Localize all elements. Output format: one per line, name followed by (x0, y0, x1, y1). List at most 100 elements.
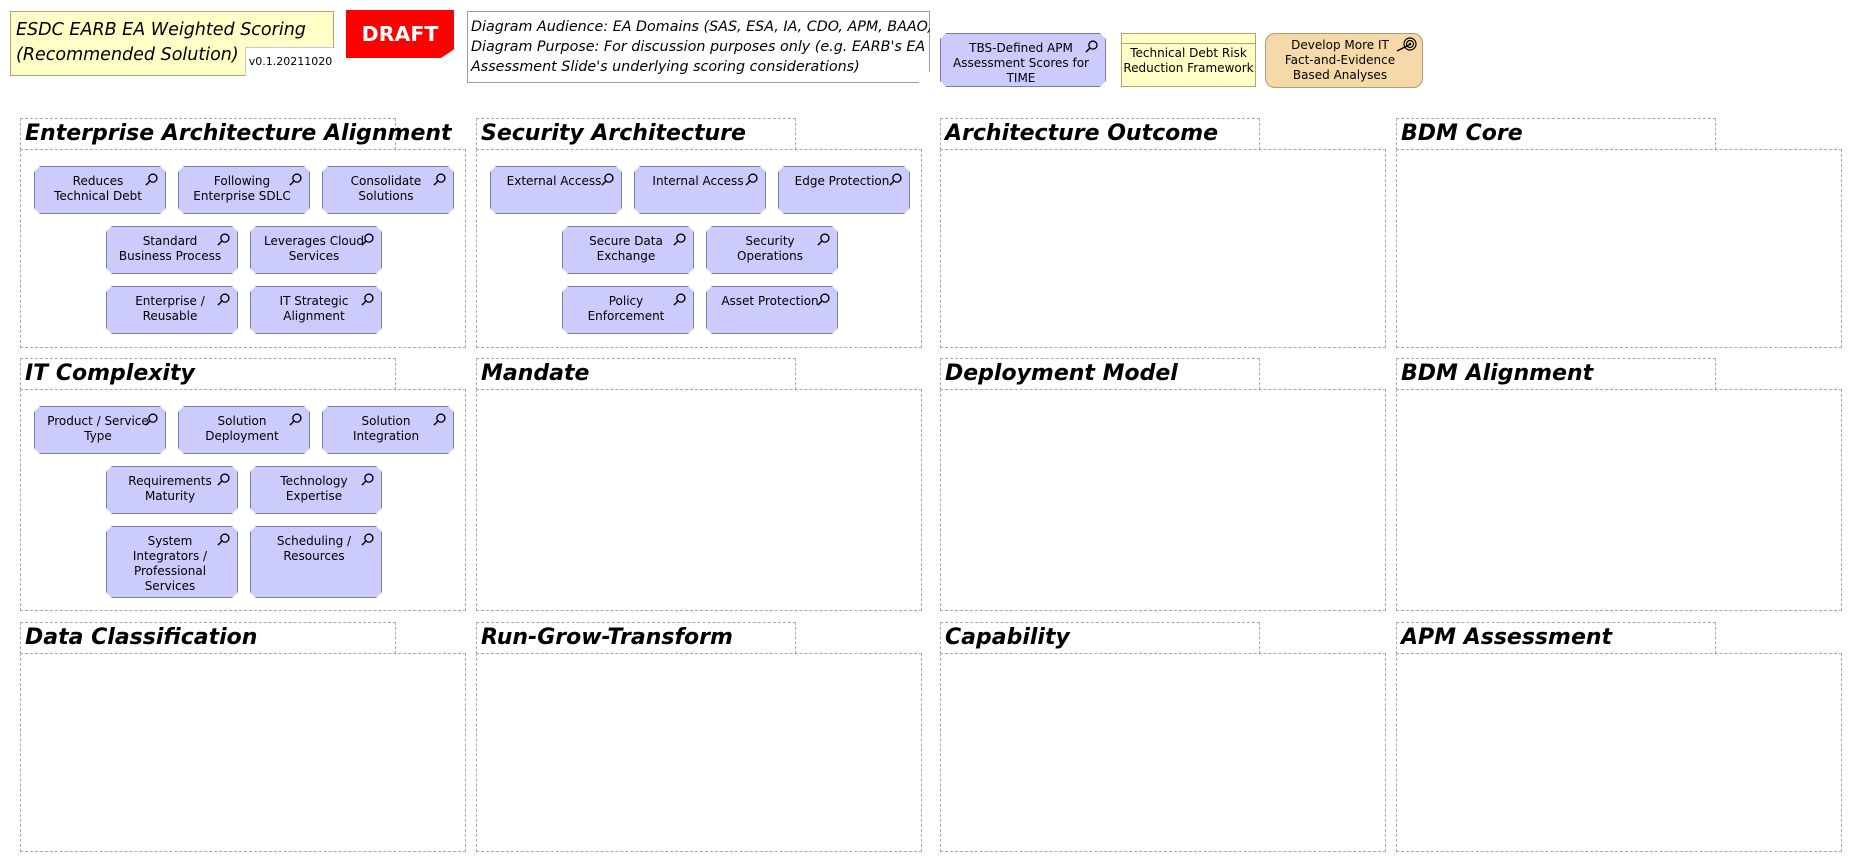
element-label-line: Policy (608, 294, 644, 308)
element-label-line: Edge Protection (794, 174, 890, 188)
group-tab-it-complexity[interactable]: IT Complexity (20, 358, 396, 390)
element-label-line: Product / Service (47, 414, 149, 428)
group-tab-deployment-model[interactable]: Deployment Model (940, 358, 1260, 390)
element-label-line: Solutions (358, 189, 414, 203)
element-label-line: Internal Access (652, 174, 744, 188)
group-tab-mandate[interactable]: Mandate (476, 358, 796, 390)
goal-label-line: Fact-and-Evidence (1284, 53, 1396, 67)
group-tab-run-grow-transform[interactable]: Run-Grow-Transform (476, 622, 796, 654)
assessment-element[interactable]: Edge Protection (778, 166, 910, 214)
assessment-magnifier-icon (216, 532, 231, 547)
audience-purpose-note[interactable]: Diagram Audience: EA Domains (SAS, ESA, … (467, 11, 930, 83)
technical-debt-risk-framework-note[interactable]: Technical Debt Risk Reduction Framework (1121, 33, 1256, 87)
element-label: Scheduling /Resources (277, 534, 351, 564)
element-label-line: Technical Debt (54, 189, 142, 203)
group-title: Run-Grow-Transform (481, 625, 733, 650)
title-line-1: ESDC EARB EA Weighted Scoring (16, 20, 306, 40)
element-label-line: Assessment Scores for (953, 56, 1089, 70)
purpose-line-continued: Assessment Slide's underlying scoring co… (471, 59, 860, 75)
group-mandate[interactable] (476, 389, 922, 611)
group-title: Data Classification (25, 625, 258, 650)
assessment-element[interactable]: Enterprise /Reusable (106, 286, 238, 334)
group-title: BDM Alignment (1401, 361, 1594, 386)
group-title: Capability (945, 625, 1070, 650)
group-tab-security[interactable]: Security Architecture (476, 118, 796, 150)
assessment-magnifier-icon (360, 472, 375, 487)
element-label-line: Asset Protection (721, 294, 819, 308)
group-tab-ea-alignment[interactable]: Enterprise Architecture Alignment (20, 118, 452, 150)
version-label: v0.1.20211020 (245, 47, 335, 76)
element-label: External Access (507, 174, 602, 189)
tbs-apm-assessment-element[interactable]: TBS-Defined APM Assessment Scores for TI… (940, 33, 1106, 87)
assessment-element[interactable]: Scheduling /Resources (250, 526, 382, 598)
diagram-title-note[interactable]: ESDC EARB EA Weighted Scoring (Recommend… (10, 11, 335, 76)
group-arch-outcome[interactable] (940, 149, 1386, 348)
element-label-line: Reduces (72, 174, 124, 188)
group-tab-bdm-alignment[interactable]: BDM Alignment (1396, 358, 1716, 390)
group-tab-capability[interactable]: Capability (940, 622, 1260, 654)
assessment-magnifier-icon (288, 172, 303, 187)
group-data-classification[interactable] (20, 653, 466, 852)
assessment-magnifier-icon (144, 172, 159, 187)
group-tab-apm-assessment[interactable]: APM Assessment (1396, 622, 1716, 654)
group-title: IT Complexity (25, 361, 195, 386)
element-label-line: Standard (142, 234, 198, 248)
element-label-line: TIME (1006, 71, 1036, 85)
assessment-magnifier-icon (216, 292, 231, 307)
group-deployment-model[interactable] (940, 389, 1386, 611)
element-label-line: Expertise (285, 489, 343, 503)
group-run-grow-transform[interactable] (476, 653, 922, 852)
group-capability[interactable] (940, 653, 1386, 852)
develop-analyses-goal[interactable]: Develop More IT Fact-and-Evidence Based … (1265, 33, 1423, 88)
assessment-magnifier-icon (600, 172, 615, 187)
group-tab-bdm-core[interactable]: BDM Core (1396, 118, 1716, 150)
element-label-line: Security (745, 234, 795, 248)
element-label: Internal Access (652, 174, 743, 189)
assessment-magnifier-icon (672, 292, 687, 307)
draft-badge[interactable]: DRAFT (346, 10, 454, 58)
assessment-element[interactable]: Asset Protection (706, 286, 838, 334)
assessment-magnifier-icon (816, 292, 831, 307)
group-tab-arch-outcome[interactable]: Architecture Outcome (940, 118, 1260, 150)
assessment-magnifier-icon (432, 172, 447, 187)
element-label-line: Type (84, 429, 112, 443)
group-title: Deployment Model (945, 361, 1178, 386)
group-bdm-alignment[interactable] (1396, 389, 1842, 611)
element-label-line: IT Strategic (279, 294, 349, 308)
group-tab-data-classification[interactable]: Data Classification (20, 622, 396, 654)
element-label-line: Alignment (283, 309, 345, 323)
assessment-element[interactable]: External Access (490, 166, 622, 214)
element-label-line: Exchange (596, 249, 656, 263)
element-label-line: Solution (217, 414, 267, 428)
group-bdm-core[interactable] (1396, 149, 1842, 348)
assessment-magnifier-icon (288, 412, 303, 427)
note-label-line: Reduction Framework (1123, 61, 1254, 75)
purpose-line: Diagram Purpose: For discussion purposes… (471, 39, 926, 55)
assessment-magnifier-icon (216, 472, 231, 487)
element-label: TBS-Defined APM Assessment Scores for TI… (953, 41, 1089, 86)
group-apm-assessment[interactable] (1396, 653, 1842, 852)
assessment-element[interactable]: Internal Access (634, 166, 766, 214)
element-label-line: Operations (737, 249, 803, 263)
assessment-magnifier-icon (744, 172, 759, 187)
